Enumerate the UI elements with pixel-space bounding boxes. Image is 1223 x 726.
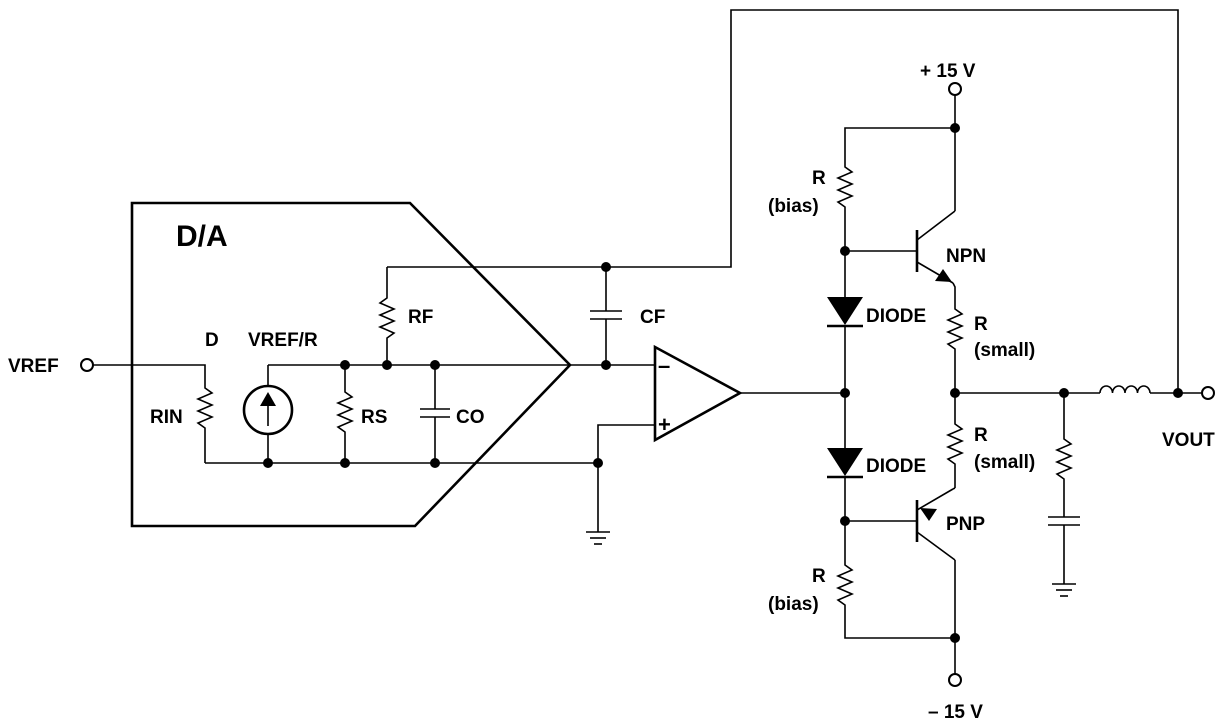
npn-label: NPN (946, 246, 986, 267)
junction-dot (950, 388, 960, 398)
minus15-terminal (948, 673, 962, 687)
npn-collector (916, 210, 956, 241)
junction-dot (263, 458, 273, 468)
junction-dot (601, 262, 611, 272)
junction-dot (840, 246, 850, 256)
vout-terminal (1201, 386, 1215, 400)
junction-dot (430, 360, 440, 370)
vout-label: VOUT (1162, 430, 1215, 451)
junction-dot (340, 458, 350, 468)
r-small-top-label-r: R (974, 314, 988, 335)
pnp-emitter-arrow (920, 508, 937, 521)
current-source-arrow-head (260, 392, 276, 406)
minus15-label: – 15 V (928, 702, 983, 723)
rs-label: RS (361, 407, 387, 428)
junction-dot (430, 458, 440, 468)
r-bias-top-label-r: R (812, 168, 826, 189)
r-bias-bottom-label-r: R (812, 566, 826, 587)
rs-resistor (335, 365, 355, 463)
npn-emitter-lead (952, 282, 956, 300)
opamp-plus-label: + (658, 412, 671, 437)
junction-dot (840, 516, 850, 526)
junction-dot (601, 360, 611, 370)
junction-dot (382, 360, 392, 370)
r-bias-top-resistor (835, 162, 855, 251)
feedback-top-wire (387, 9, 1179, 393)
da-block-outline (130, 201, 572, 528)
r-bias-bottom-resistor (835, 560, 955, 639)
junction-dot (950, 123, 960, 133)
r-small-top-resistor (945, 300, 965, 393)
pnp-label: PNP (946, 514, 985, 535)
npn-emitter-arrow (935, 269, 952, 282)
snubber-resistor (1054, 434, 1074, 517)
pnp-collector (916, 531, 956, 561)
junction-dot (1173, 388, 1183, 398)
vref-r-label: VREF/R (248, 330, 318, 351)
vref-label: VREF (8, 356, 59, 377)
rf-resistor (377, 267, 397, 365)
rf-label: RF (408, 307, 433, 328)
vref-terminal (80, 358, 94, 372)
da-block-title: D/A (176, 220, 228, 253)
plus15-label: + 15 V (920, 61, 976, 82)
junction-dot (340, 360, 350, 370)
r-bias-bottom-label-sub: (bias) (768, 594, 819, 615)
diode-bottom-symbol (827, 448, 863, 476)
pnp-emitter (916, 488, 954, 511)
opamp-symbol (653, 344, 743, 443)
vref-wire (93, 364, 206, 378)
d-label: D (205, 330, 219, 351)
r-small-bottom-label-r: R (974, 425, 988, 446)
plus15-terminal (948, 82, 962, 96)
r-small-bottom-label-sub: (small) (974, 452, 1035, 473)
pnp-emitter-lead (952, 487, 956, 490)
r-small-bottom-resistor (945, 393, 965, 488)
diode-bottom-label: DIODE (866, 456, 926, 477)
rin-label: RIN (150, 407, 183, 428)
cf-label: CF (640, 307, 665, 328)
junction-dot (950, 633, 960, 643)
opamp-noninverting-wire (597, 424, 655, 532)
co-label: CO (456, 407, 485, 428)
r-small-top-label-sub: (small) (974, 340, 1035, 361)
junction-dot (1059, 388, 1069, 398)
output-inductor (1099, 385, 1151, 394)
opamp-minus-label: – (658, 353, 670, 378)
bias-rail-top (844, 127, 955, 162)
junction-dots (263, 123, 1183, 643)
r-bias-top-label-sub: (bias) (768, 196, 819, 217)
diode-top-symbol (827, 297, 863, 325)
rin-resistor (195, 378, 215, 463)
junction-dot (593, 458, 603, 468)
junction-dot (840, 388, 850, 398)
diode-top-label: DIODE (866, 306, 926, 327)
